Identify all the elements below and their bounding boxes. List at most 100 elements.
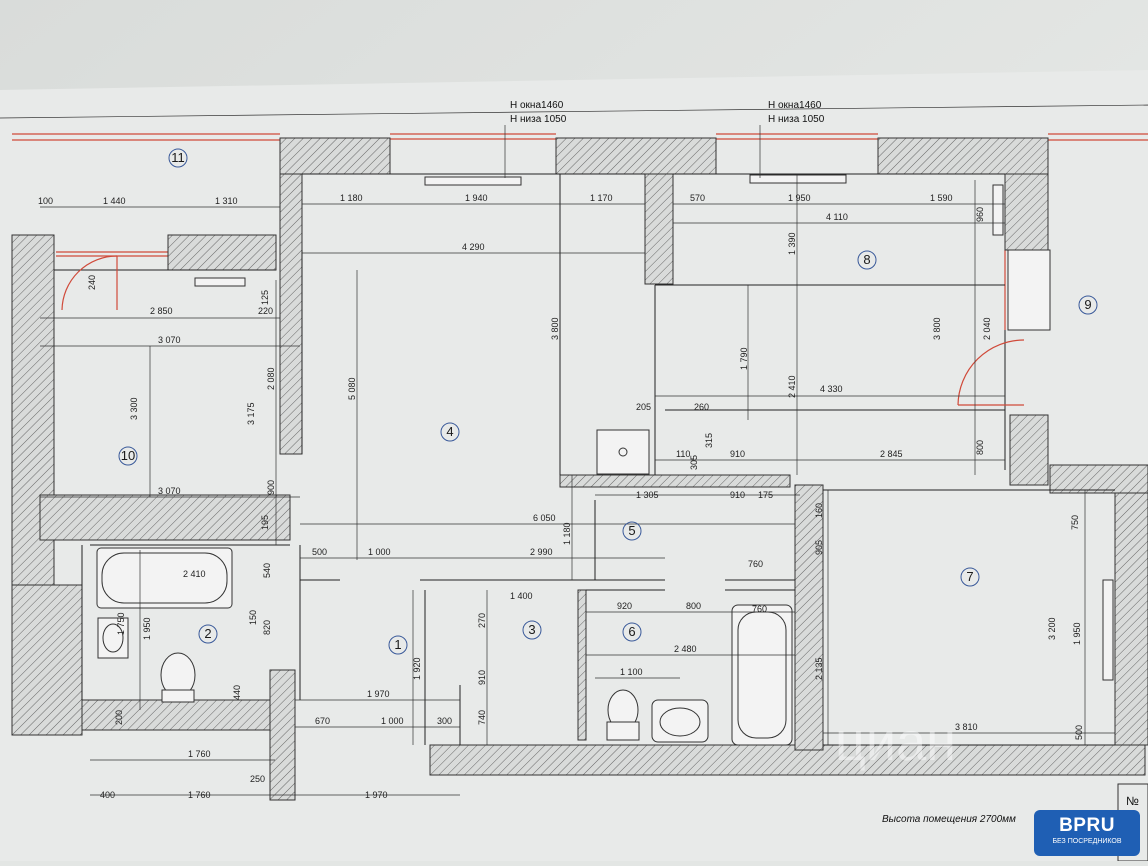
dim: 920 bbox=[617, 601, 632, 611]
room-7: 7 bbox=[960, 567, 980, 587]
room-8: 8 bbox=[857, 250, 877, 270]
svg-text:3 200: 3 200 bbox=[1047, 617, 1057, 640]
room-11: 11 bbox=[168, 148, 188, 168]
dim: 760 bbox=[748, 559, 763, 569]
dim: 3 070 bbox=[158, 486, 181, 496]
svg-text:1 180: 1 180 bbox=[562, 522, 572, 545]
svg-text:820: 820 bbox=[262, 620, 272, 635]
svg-text:1 950: 1 950 bbox=[142, 617, 152, 640]
window-notes: H окна1460 H низа 1050 H окна1460 H низа… bbox=[504, 100, 825, 178]
svg-text:5 080: 5 080 bbox=[347, 377, 357, 400]
svg-text:960: 960 bbox=[975, 207, 985, 222]
dim: 175 bbox=[758, 490, 773, 500]
dim: 1 970 bbox=[367, 689, 390, 699]
svg-text:315: 315 bbox=[704, 433, 714, 448]
dim: 220 bbox=[258, 306, 273, 316]
dim: 1 400 bbox=[510, 591, 533, 601]
svg-text:10: 10 bbox=[121, 448, 135, 463]
room-10: 10 bbox=[118, 446, 138, 466]
svg-text:3 800: 3 800 bbox=[550, 317, 560, 340]
dim: 3 810 bbox=[955, 722, 978, 732]
window2-sill-note: H низа 1050 bbox=[768, 114, 825, 125]
dim: 1 970 bbox=[365, 790, 388, 800]
dim: 1 180 bbox=[340, 193, 363, 203]
svg-text:305: 305 bbox=[689, 455, 699, 470]
svg-text:750: 750 bbox=[1070, 515, 1080, 530]
dim: 2 480 bbox=[674, 644, 697, 654]
room-3: 3 bbox=[522, 620, 542, 640]
svg-text:1 920: 1 920 bbox=[412, 657, 422, 680]
svg-text:910: 910 bbox=[477, 670, 487, 685]
dim: 800 bbox=[686, 601, 701, 611]
room-9: 9 bbox=[1078, 295, 1098, 315]
room-1: 1 bbox=[388, 635, 408, 655]
dim: 4 110 bbox=[826, 212, 848, 222]
dim: 2 990 bbox=[530, 547, 553, 557]
svg-text:540: 540 bbox=[262, 563, 272, 578]
svg-text:6: 6 bbox=[628, 624, 635, 639]
dim: 1 170 bbox=[590, 193, 613, 203]
bpru-badge: BPRU БЕЗ ПОСРЕДНИКОВ bbox=[1034, 810, 1140, 856]
room-5: 5 bbox=[622, 521, 642, 541]
dimension-values: 100 1 440 1 310 1 180 1 940 1 170 570 1 … bbox=[38, 193, 978, 800]
dim: 1 000 bbox=[381, 716, 404, 726]
dim: 1 310 bbox=[215, 196, 238, 206]
svg-text:2 080: 2 080 bbox=[266, 367, 276, 390]
svg-text:195: 195 bbox=[260, 515, 270, 530]
dim: 910 bbox=[730, 449, 745, 459]
dim: 2 410 bbox=[183, 569, 206, 579]
svg-text:1 790: 1 790 bbox=[739, 347, 749, 370]
svg-text:11: 11 bbox=[171, 150, 185, 165]
dim: 205 bbox=[636, 402, 651, 412]
dim: 2 845 bbox=[880, 449, 903, 459]
partitions bbox=[54, 173, 1115, 746]
dim: 260 bbox=[694, 402, 709, 412]
svg-text:2 135: 2 135 bbox=[814, 657, 824, 680]
svg-text:3 175: 3 175 bbox=[246, 402, 256, 425]
bpru-subtitle: БЕЗ ПОСРЕДНИКОВ bbox=[1052, 838, 1122, 845]
svg-text:2: 2 bbox=[204, 626, 211, 641]
dim: 4 290 bbox=[462, 242, 485, 252]
svg-text:270: 270 bbox=[477, 613, 487, 628]
dim: 1 305 bbox=[636, 490, 659, 500]
sanitary-fixtures bbox=[96, 429, 793, 746]
dim: 250 bbox=[250, 774, 265, 784]
svg-text:900: 900 bbox=[266, 480, 276, 495]
dimension-lines bbox=[40, 175, 1115, 796]
svg-text:905: 905 bbox=[814, 540, 824, 555]
svg-text:800: 800 bbox=[975, 440, 985, 455]
dim: 1 940 bbox=[465, 193, 488, 203]
svg-text:3 800: 3 800 bbox=[932, 317, 942, 340]
paper-sheet bbox=[0, 70, 1148, 861]
dimension-values-vertical: 240 125 3 300 3 175 2 080 900 195 5 080 … bbox=[87, 207, 1084, 740]
dim: 2 850 bbox=[150, 306, 173, 316]
dim: 910 bbox=[730, 490, 745, 500]
bpru-logo-text: BPRU bbox=[1059, 815, 1115, 836]
dim: 6 050 bbox=[533, 513, 556, 523]
svg-text:9: 9 bbox=[1084, 297, 1091, 312]
svg-text:4: 4 bbox=[446, 424, 453, 439]
svg-text:5: 5 bbox=[628, 523, 635, 538]
room-2: 2 bbox=[198, 624, 218, 644]
dim: 500 bbox=[312, 547, 327, 557]
svg-text:500: 500 bbox=[1074, 725, 1084, 740]
svg-text:1 950: 1 950 bbox=[1072, 622, 1082, 645]
dim: 110 bbox=[676, 449, 690, 459]
dim: 300 bbox=[437, 716, 452, 726]
radiators bbox=[194, 174, 1114, 681]
svg-text:160: 160 bbox=[814, 503, 824, 518]
svg-text:150: 150 bbox=[248, 610, 258, 625]
walls bbox=[11, 137, 1148, 801]
dim: 1 440 bbox=[103, 196, 126, 206]
room-4: 4 bbox=[440, 422, 460, 442]
room-6: 6 bbox=[622, 622, 642, 642]
svg-text:8: 8 bbox=[863, 252, 870, 267]
dim: 1 760 bbox=[188, 790, 211, 800]
dim: 670 bbox=[315, 716, 330, 726]
svg-text:200: 200 bbox=[114, 710, 124, 725]
svg-text:7: 7 bbox=[966, 569, 973, 584]
window2-height-note: H окна1460 bbox=[768, 100, 822, 111]
dim: 1 100 bbox=[620, 667, 643, 677]
